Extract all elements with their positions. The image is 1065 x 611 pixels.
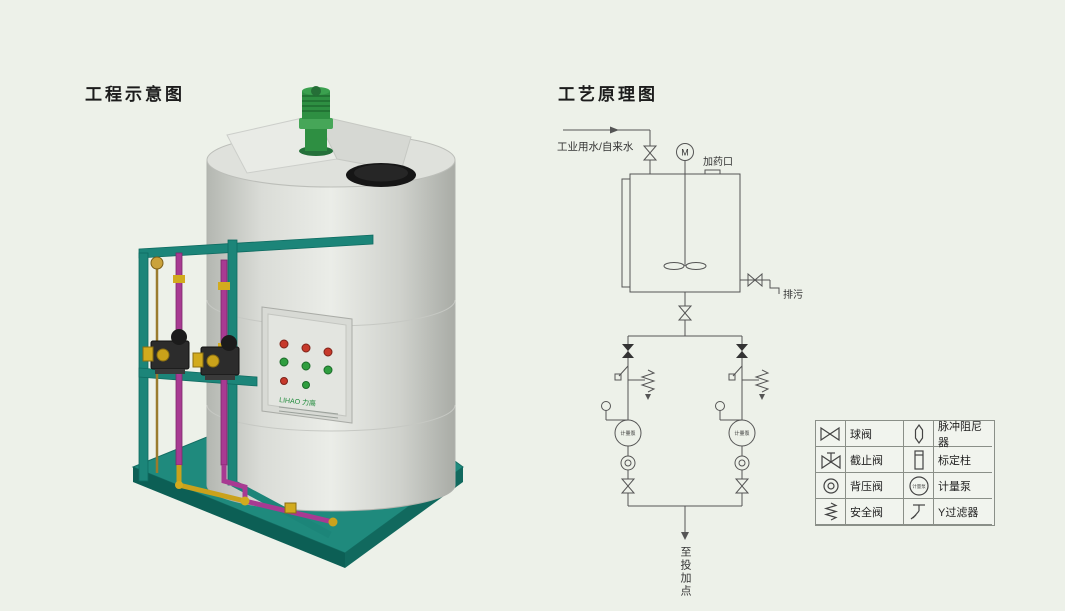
dosing-branch-right: 计量泵 [715,336,770,506]
safety-valve-icon [816,499,846,525]
calibration-column-icon [904,447,934,473]
flow-arrow [610,126,619,134]
legend-label-safety-valve: 安全阀 [846,499,904,525]
pipe-valve-fitting [284,502,297,514]
legend-label-y-strainer: Y过滤器 [934,499,992,525]
metering-pump-label: 计量泵 [620,430,635,437]
engineering-3d-illustration: LIHAO 力高 [131,86,464,568]
legend-table: 球阀 脉冲阻尼器 截止阀 标定柱 背压阀 [815,420,995,526]
y-strainer-symbol [728,365,743,381]
safety-valve-symbol [742,369,770,400]
dosing-branch-left: 计量泵 [601,336,656,506]
dosing-point-line [628,505,742,540]
motor-letter: M [681,148,689,158]
legend-label-metering-pump: 计量泵 [934,473,992,499]
inlet-valve-icon [642,145,658,161]
flange-fitting [150,256,164,270]
metering-pump-icon-label: 计量泵 [912,483,926,490]
y-strainer-icon [904,499,934,525]
legend-label-pulse-damper: 脉冲阻尼器 [934,421,992,449]
legend-label-calibration-column: 标定柱 [934,447,992,473]
back-pressure-valve-symbol [734,455,750,471]
process-diagram-title: 工艺原理图 [558,85,658,104]
level-gauge-symbol [621,178,631,288]
metering-pump-label: 计量泵 [734,430,749,437]
outlet-valve-icon [677,305,693,321]
dosing-port-symbol: 加药口 [703,156,733,175]
agitator-motor-symbol: M [676,143,694,174]
isolation-valve-icon [736,344,748,358]
dosing-tank [206,114,456,512]
drain-valve-icon [747,272,763,288]
outlet-arrow [681,532,689,540]
back-pressure-valve-symbol [620,455,636,471]
legend-label-back-pressure-valve: 背压阀 [846,473,904,499]
discharge-piping [175,465,338,527]
legend-label-ball-valve: 球阀 [846,421,904,447]
stop-valve-icon [620,478,636,494]
pulse-damper-symbol [601,401,628,421]
dosing-port-label: 加药口 [703,156,733,168]
agitator-symbol [663,174,707,270]
y-strainer-symbol [614,365,629,381]
drain-line: 排污 [740,272,803,301]
stop-valve-icon [816,447,846,473]
isolation-valve-icon [622,344,634,358]
ball-valve-icon [816,421,846,447]
engineering-diagram-title: 工程示意图 [85,85,185,104]
agitator-motor [299,86,333,156]
metering-pump-symbol: 计量泵 [614,419,642,447]
metering-pump-symbol: 计量泵 [728,419,756,447]
drain-label: 排污 [783,288,803,301]
legend-label-stop-valve: 截止阀 [846,447,904,473]
safety-valve-symbol [628,369,656,400]
mixing-tank-symbol [621,173,741,293]
control-panel: LIHAO 力高 [261,306,353,424]
outlet-manifold [628,292,742,337]
dosing-point-label: 至投加点 [679,546,691,598]
panel-indicator-buttons [279,339,333,389]
metering-pump-icon: 计量泵 [904,473,934,499]
metering-pump-1 [142,329,190,374]
process-schematic: 工业用水/自来水 M 加药口 [557,126,803,540]
metering-pump-2 [192,335,240,380]
water-inlet-label: 工业用水/自来水 [557,140,634,153]
inlet-line: 工业用水/自来水 [557,126,658,174]
back-pressure-valve-icon [816,473,846,499]
pulse-damper-symbol [715,401,742,421]
pulse-damper-icon [904,421,934,447]
stop-valve-icon [734,478,750,494]
